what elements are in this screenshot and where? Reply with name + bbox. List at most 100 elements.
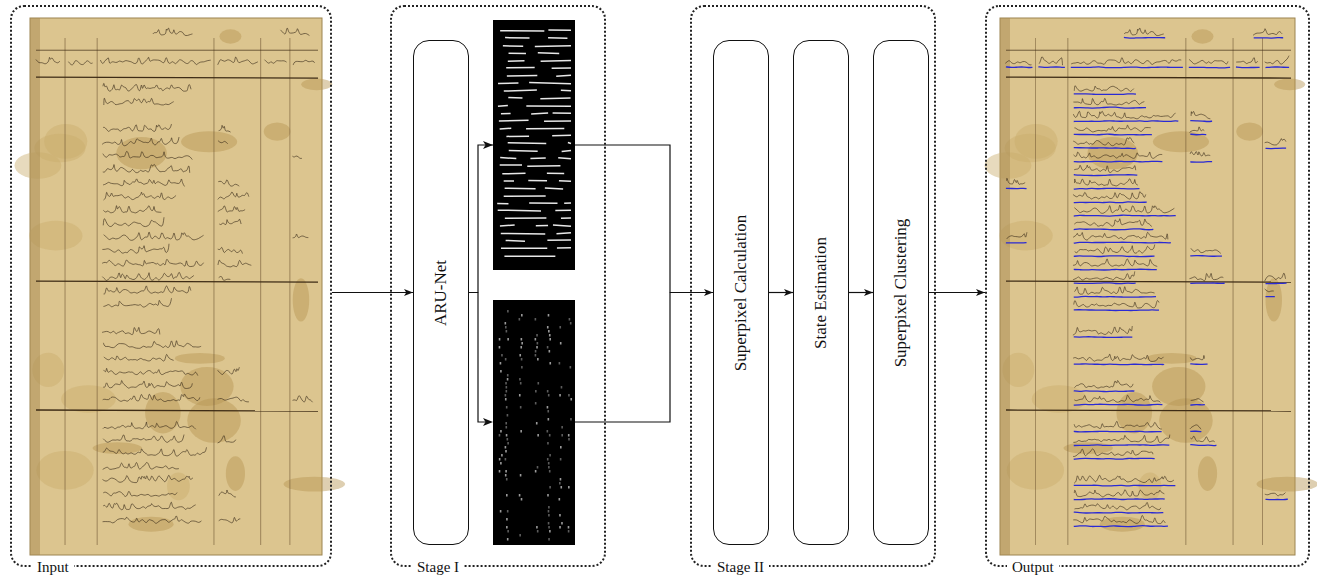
illustration-part <box>1074 421 1162 429</box>
illustration-part <box>553 225 571 226</box>
illustration-part <box>521 498 523 501</box>
illustration-part <box>1262 38 1263 545</box>
illustration-part <box>1074 475 1174 483</box>
illustration-part <box>538 52 559 54</box>
flow-arrow <box>849 292 873 293</box>
illustration-part <box>1190 127 1205 133</box>
illustration-part <box>219 29 241 43</box>
illustration-part <box>537 358 539 361</box>
illustration-part <box>552 67 571 69</box>
illustration-part <box>535 350 537 353</box>
process-block: State Estimation <box>793 40 849 545</box>
illustration-part <box>568 434 570 437</box>
illustration-part <box>521 338 523 341</box>
illustration-part <box>506 478 508 481</box>
illustration-part <box>1038 66 1065 68</box>
illustration-part <box>1005 134 1056 162</box>
illustration-part <box>508 142 547 144</box>
illustration-part <box>564 202 571 204</box>
illustration-part <box>1190 425 1201 429</box>
block-label: Superpixel Calculation <box>731 214 751 370</box>
illustration-part <box>505 426 507 429</box>
illustration-part <box>301 78 332 90</box>
illustration-part <box>549 454 551 457</box>
baseline-map <box>493 20 575 270</box>
illustration-part <box>519 494 521 497</box>
illustration-part <box>505 37 529 39</box>
illustration-part <box>535 338 537 341</box>
illustration-part <box>568 394 570 397</box>
illustration-part <box>1074 336 1133 338</box>
illustration-part <box>560 342 562 345</box>
illustration-part <box>553 112 571 114</box>
illustration-part <box>1190 444 1216 446</box>
illustration-part <box>535 390 537 393</box>
illustration-part <box>500 164 522 166</box>
illustration-part <box>505 326 507 329</box>
illustration-part <box>561 90 571 92</box>
illustration-part <box>218 141 228 144</box>
stage-group: Stage IARU-Net <box>390 5 606 567</box>
illustration-part <box>102 137 179 146</box>
illustration-part <box>1266 66 1290 68</box>
illustration-part <box>1007 178 1026 184</box>
illustration-part <box>1035 38 1036 545</box>
block-label: ARU-Net <box>431 259 451 325</box>
illustration-part <box>1147 353 1197 364</box>
illustration-part <box>292 156 302 158</box>
illustration-part <box>501 454 503 457</box>
illustration-part <box>537 342 539 345</box>
illustration-part <box>559 326 561 329</box>
illustration-part <box>1074 165 1136 172</box>
illustration-part <box>547 410 549 413</box>
illustration-part <box>103 206 161 213</box>
illustration-part <box>1153 131 1209 152</box>
illustration-part <box>1073 137 1134 145</box>
illustration-part <box>570 398 572 401</box>
illustration-part <box>1073 326 1132 335</box>
illustration-part <box>104 98 174 105</box>
illustration-part <box>540 97 570 99</box>
illustration-part <box>526 128 564 130</box>
illustration-part <box>520 430 522 433</box>
illustration-part <box>544 120 571 122</box>
illustration-part <box>1190 355 1204 360</box>
illustration-part <box>568 486 570 489</box>
illustration-part <box>1074 395 1160 402</box>
illustration-part <box>570 366 572 369</box>
illustration-part <box>529 202 557 204</box>
illustration-part <box>36 410 318 411</box>
illustration-part <box>570 418 572 421</box>
illustration-part <box>1074 205 1174 213</box>
stage-group: Output <box>985 5 1310 567</box>
illustration-part <box>498 209 541 211</box>
illustration-part <box>519 318 521 321</box>
illustration-part <box>500 430 502 433</box>
illustration-part <box>505 217 547 219</box>
illustration-part <box>103 179 184 187</box>
illustration-part <box>504 255 555 257</box>
illustration-part <box>175 353 225 364</box>
illustration-part <box>1254 37 1284 39</box>
illustration-part <box>1190 404 1205 406</box>
illustration-part <box>1236 122 1263 140</box>
illustration-part <box>560 486 562 489</box>
illustration-part <box>100 57 210 64</box>
illustration-part <box>293 234 309 238</box>
illustration-part <box>226 456 245 491</box>
illustration-part <box>1075 179 1138 186</box>
illustration-part <box>1233 38 1234 545</box>
illustration-part <box>289 38 290 545</box>
illustration-part <box>218 247 243 253</box>
illustration-part <box>507 538 509 541</box>
illustration-part <box>1191 111 1210 118</box>
illustration-part <box>1074 309 1159 311</box>
illustration-part <box>1190 431 1201 433</box>
illustration-part <box>507 530 509 533</box>
illustration-part <box>557 247 571 249</box>
illustration-part <box>499 338 501 341</box>
illustration-part <box>526 105 571 107</box>
illustration-part <box>1006 281 1291 282</box>
illustration-part <box>129 517 174 532</box>
